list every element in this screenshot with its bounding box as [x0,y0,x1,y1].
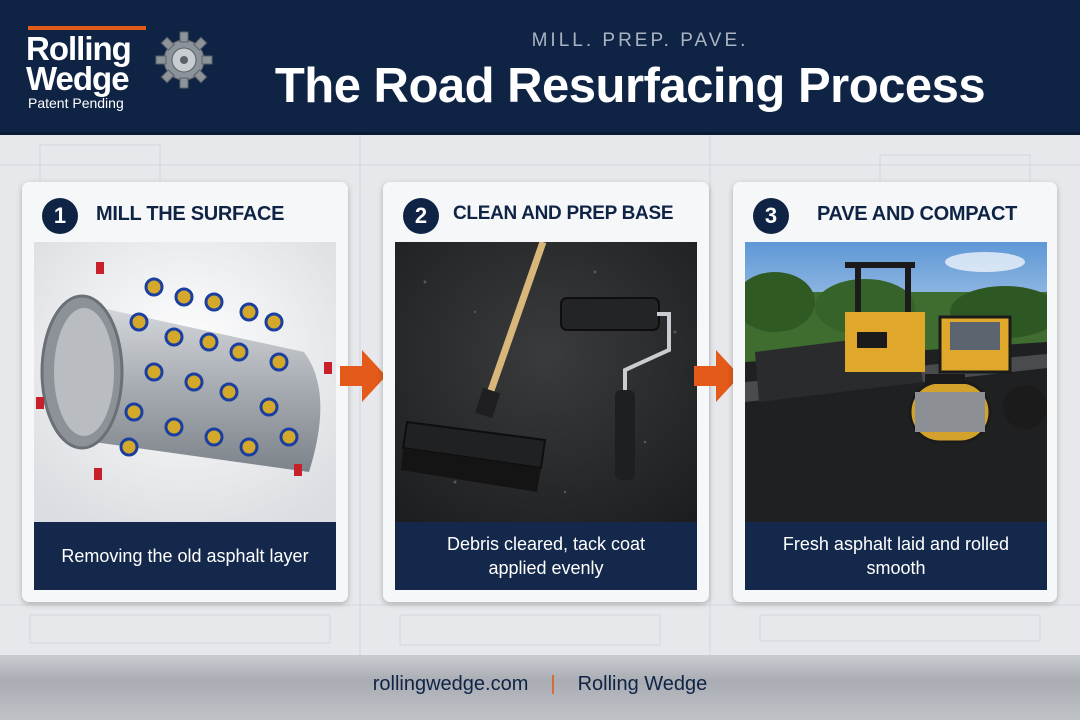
step-title: CLEAN AND PREP BASE [453,203,674,224]
milling-drum-image [34,242,336,522]
logo-tagline: Patent Pending [28,95,124,111]
footer-separator: | [550,673,556,695]
step-card-prep: 2 CLEAN AND PREP BASE [383,182,709,602]
website-link[interactable]: rollingwedge.com [372,673,529,695]
brand-logo: Rolling Wedge Patent Pending [26,22,226,114]
step-card-mill: 1 MILL THE SURFACE [22,182,348,602]
logo-word-2: Wedge [26,60,130,97]
footer-brand: Rolling Wedge [577,673,708,695]
step-number-badge: 3 [753,198,789,234]
step-number-badge: 1 [42,198,78,234]
header-banner: Rolling Wedge Patent Pending M [0,0,1080,135]
arrow-right-icon [694,350,740,402]
paver-roller-image [745,242,1047,522]
blueprint-lines [0,135,1080,655]
step-caption-text: Debris cleared, tack coat applied evenly [446,534,646,578]
step-caption-text: Removing the old asphalt layer [61,546,309,566]
page-title: The Road Resurfacing Process [274,59,986,113]
step-caption: Removing the old asphalt layer [34,522,336,590]
step-title: MILL THE SURFACE [96,203,285,225]
step-title: PAVE AND COMPACT [817,203,1018,225]
gear-icon [155,31,213,89]
logo-word-1: Rolling [26,30,132,67]
header-subtitle: MILL. PREP. PAVE. [531,30,749,51]
step-number-badge: 2 [403,198,439,234]
logo-accent-bar [28,26,146,30]
step-caption: Debris cleared, tack coat applied evenly [395,522,697,590]
footer-bar: rollingwedge.com | Rolling Wedge [0,655,1080,720]
footer-text: rollingwedge.com | Rolling Wedge [0,673,1080,696]
step-caption: Fresh asphalt laid and rolled smooth [745,522,1047,590]
arrow-right-icon [340,350,386,402]
step-card-pave: 3 PAVE AND COMPACT [733,182,1057,602]
broom-roller-image [395,242,697,522]
step-caption-text: Fresh asphalt laid and rolled smooth [782,534,1010,578]
